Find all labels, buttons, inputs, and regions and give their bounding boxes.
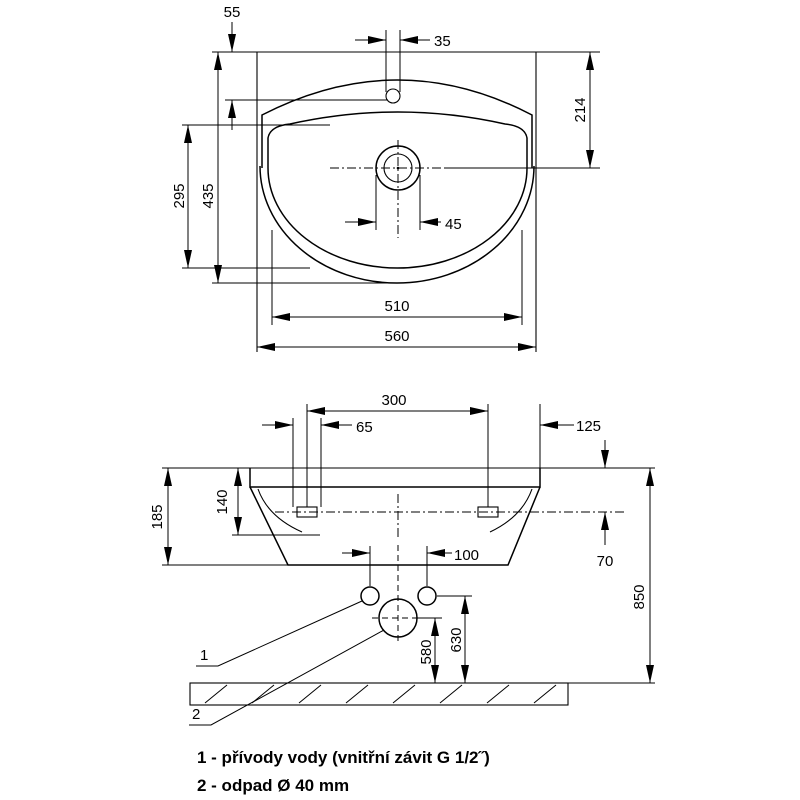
dimension-label-630: 630 <box>448 627 465 652</box>
dimension-label-55: 55 <box>224 4 241 21</box>
dimension-label-510: 510 <box>384 298 409 315</box>
bowl-inner-wall-right <box>489 488 533 533</box>
tap-hole <box>385 88 401 104</box>
callout-label-1: 1 <box>200 647 208 664</box>
dimension-label-300: 300 <box>381 392 406 409</box>
dimension-label-185: 185 <box>149 504 166 529</box>
dimension-label-850: 850 <box>631 584 648 609</box>
dimension-label-125: 125 <box>576 418 601 435</box>
hatch-line <box>204 684 228 704</box>
dimension-label-65: 65 <box>356 419 373 436</box>
dimension-label-70: 70 <box>597 553 614 570</box>
basin-rim-profile <box>249 468 541 488</box>
floor <box>189 682 569 706</box>
top-view: 55 35 214 295 435 45 510 560 <box>171 4 600 352</box>
dimension-label-580: 580 <box>418 639 435 664</box>
legend-item-water-supply: 1 - přívody vody (vnitřní závit G 1/2˝) <box>197 748 490 767</box>
hatch-line <box>298 684 322 704</box>
dimension-label-560: 560 <box>384 328 409 345</box>
callout-leader-2 <box>189 629 385 726</box>
dimension-label-214: 214 <box>572 97 589 122</box>
bowl-inner-edge <box>267 111 528 269</box>
front-view: 300 65 125 185 140 70 850 100 580 630 <box>149 392 655 726</box>
rim-back-edge <box>261 79 533 168</box>
wall-plate-outline <box>256 51 537 352</box>
dimension-label-35: 35 <box>434 33 451 50</box>
hatch-line <box>486 684 510 704</box>
dimension-label-100: 100 <box>454 547 479 564</box>
hatch-line <box>392 684 416 704</box>
callout-label-2: 2 <box>192 706 200 723</box>
legend: 1 - přívody vody (vnitřní závit G 1/2˝) … <box>197 748 490 795</box>
hatch-line <box>439 684 463 704</box>
dimension-label-435: 435 <box>200 183 217 208</box>
water-supply-pipe-left <box>360 586 380 606</box>
bowl-inner-wall-left <box>257 488 303 533</box>
dimension-label-45: 45 <box>445 216 462 233</box>
legend-item-drain: 2 - odpad Ø 40 mm <box>197 776 349 795</box>
water-supply-pipe-right <box>417 586 437 606</box>
dimension-label-295: 295 <box>171 183 188 208</box>
hatch-line <box>345 684 369 704</box>
dimension-label-140: 140 <box>214 489 231 514</box>
callout-leader-1 <box>196 600 363 667</box>
hatch-line <box>533 684 557 704</box>
